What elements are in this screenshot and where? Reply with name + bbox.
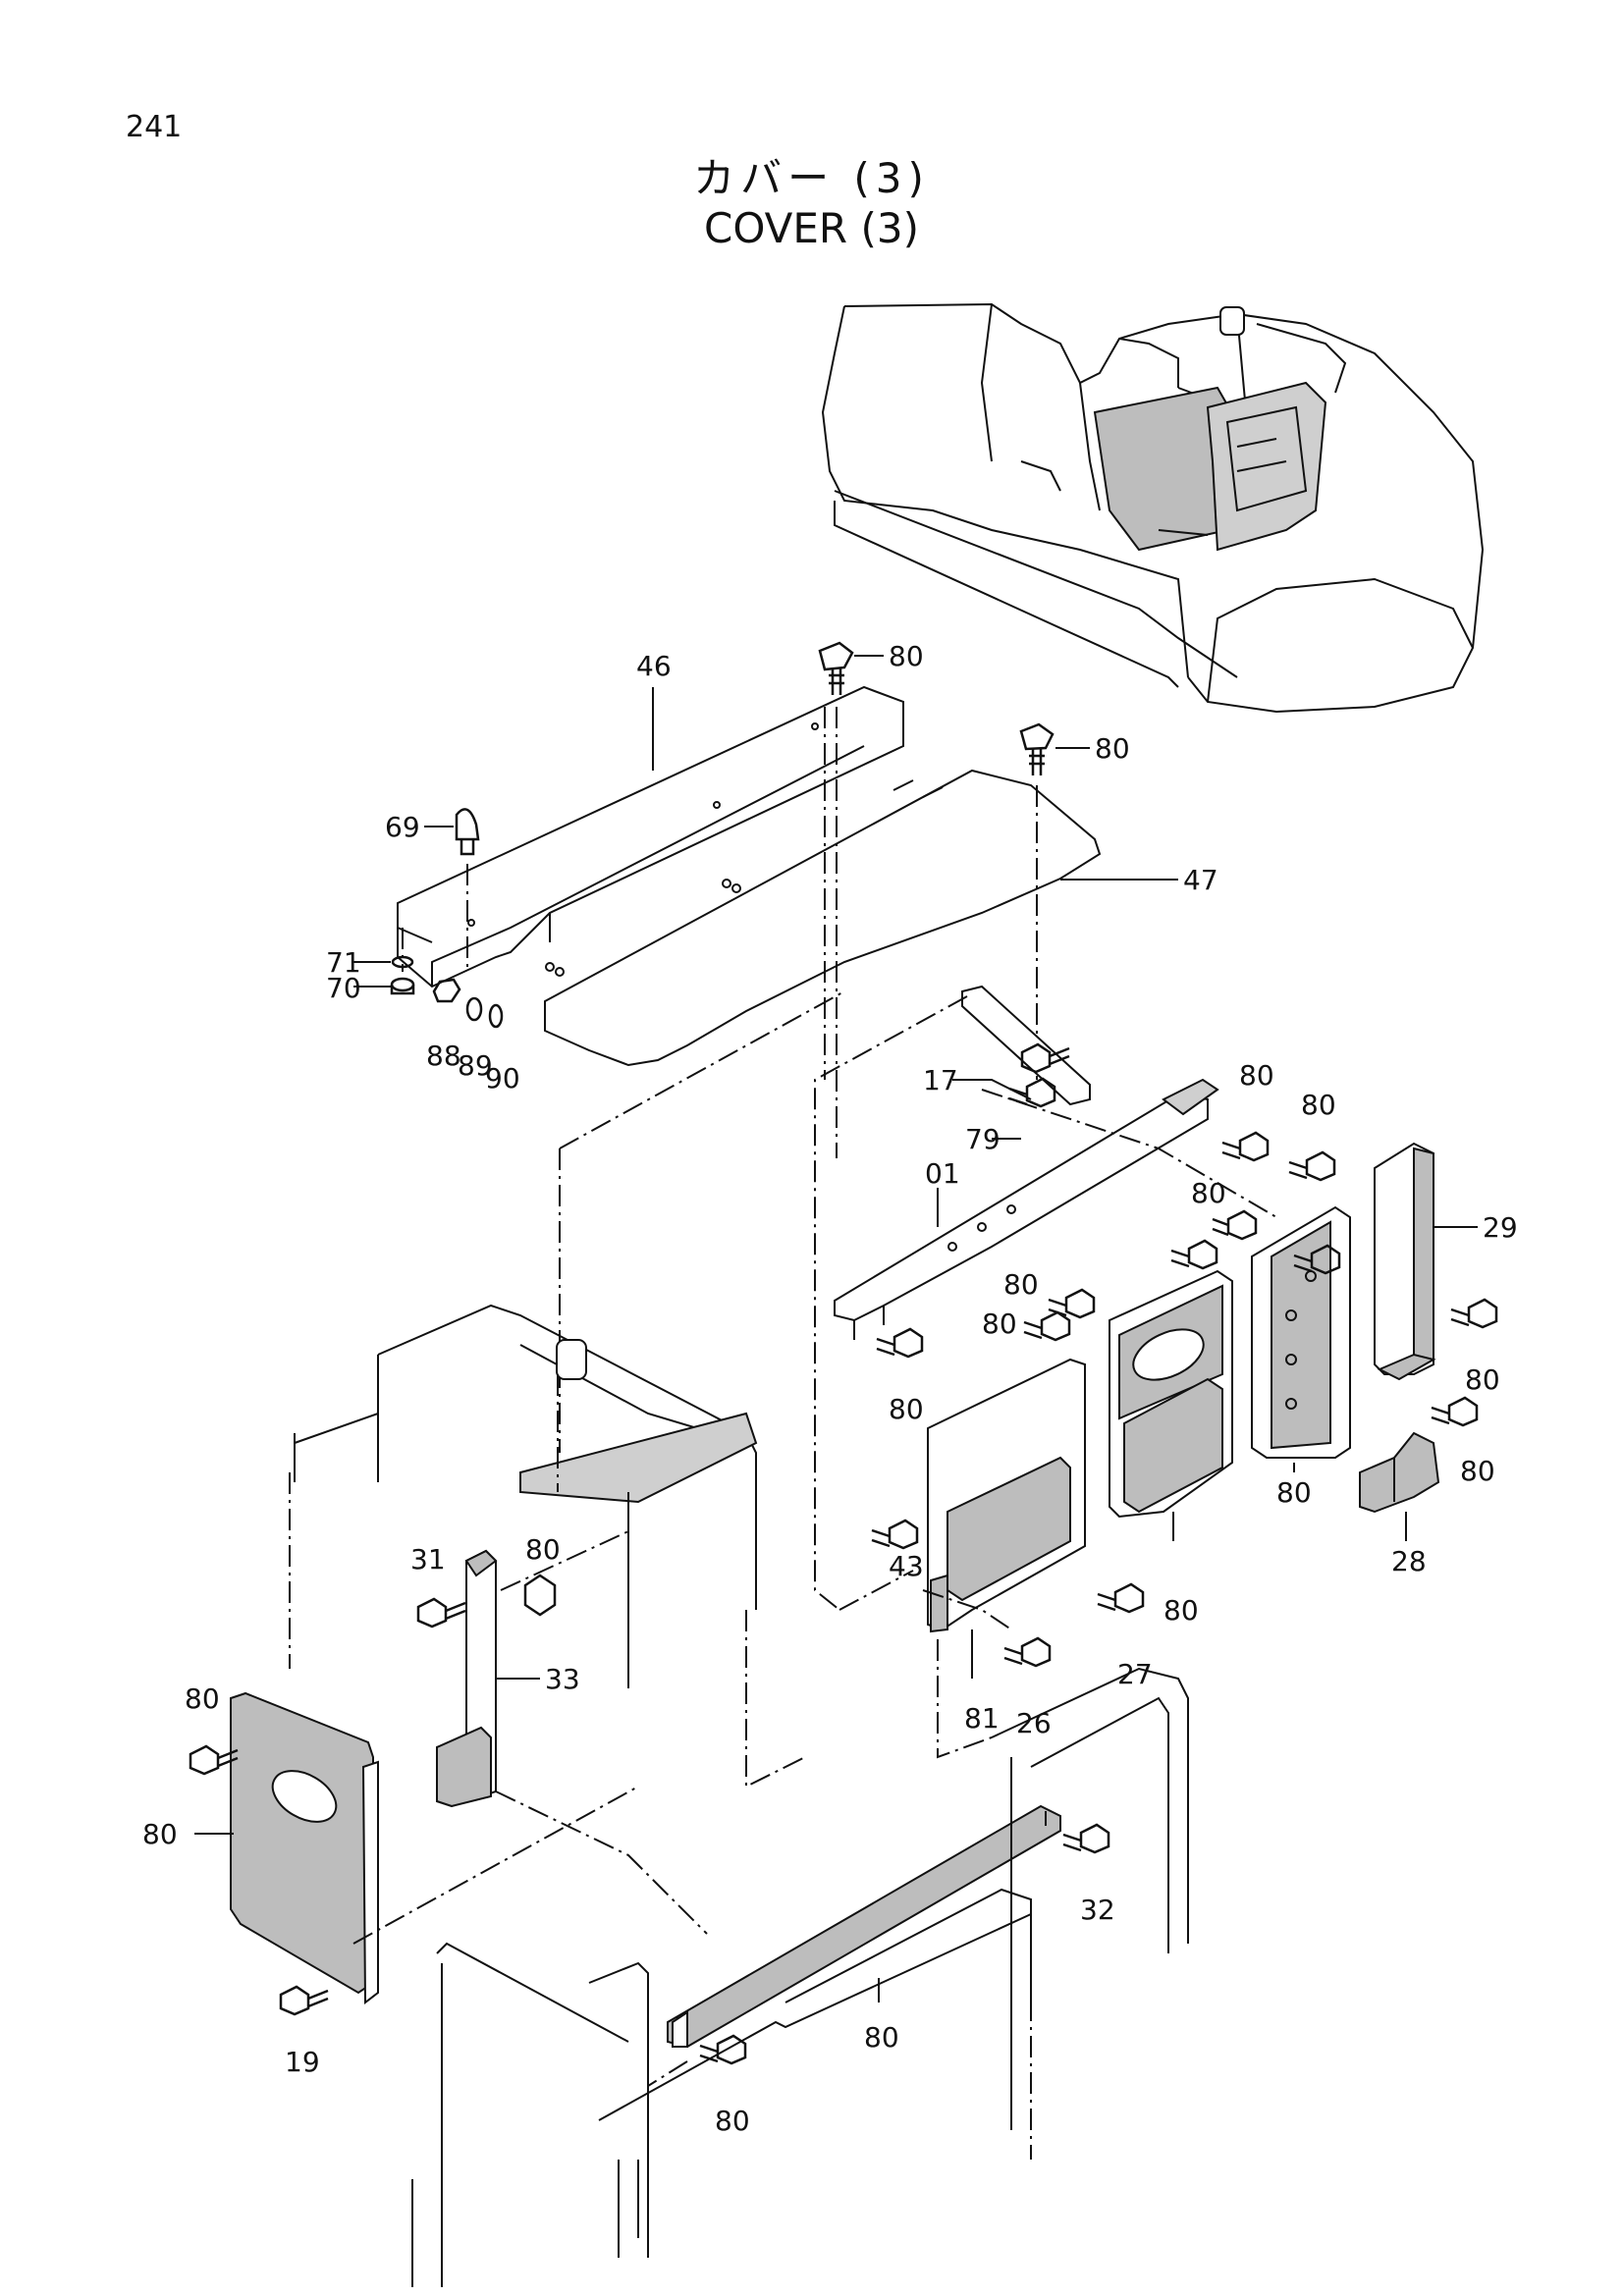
cover-plate-47	[544, 769, 1102, 1067]
callout-80: 80	[185, 1682, 220, 1715]
callout-80: 80	[1239, 1059, 1274, 1092]
frame-outline-8	[922, 1589, 1012, 1630]
cover-plate-46	[397, 685, 904, 988]
panel-32	[230, 1691, 379, 2005]
callout-80: 31	[410, 1543, 446, 1575]
frame-outline-10	[352, 1786, 639, 1945]
callout-26: 81	[964, 1702, 1000, 1735]
callout-80: 80	[1191, 1177, 1226, 1209]
callout-47: 47	[1183, 864, 1218, 896]
hydraulic-tank-outline	[294, 1304, 758, 1688]
panel-26	[927, 1358, 1086, 1633]
nut-33	[523, 1574, 557, 1617]
frame-outline-13	[647, 2060, 688, 2160]
bracket-29	[1374, 1142, 1436, 1381]
frame-outline-2	[981, 1089, 1277, 1218]
bracket-43	[1359, 1431, 1440, 1514]
callout-32: 80	[142, 1818, 178, 1850]
callout-90: 90	[485, 1062, 520, 1095]
callout-28: 80	[1276, 1476, 1312, 1509]
frame-outline-1	[814, 995, 968, 1611]
callout-71: 71	[326, 946, 361, 979]
callout-80: 80	[715, 2105, 750, 2137]
callout-69: 69	[385, 811, 420, 843]
frame-outline-4	[559, 990, 845, 1149]
diagram-title-english: COVER (3)	[704, 204, 919, 252]
frame-outline-7	[745, 1610, 806, 1789]
callout-33: 80	[525, 1533, 561, 1566]
bolts-80	[189, 1042, 1498, 2065]
callout-31: 33	[545, 1663, 580, 1695]
callout-80: 80	[982, 1308, 1017, 1340]
frame-outline-6	[937, 1639, 993, 1759]
callout-81: 27	[1117, 1658, 1153, 1690]
callout-27: 80	[1163, 1594, 1199, 1627]
callout-80: 80	[1301, 1089, 1336, 1121]
panel-27	[1109, 1269, 1233, 1519]
frame-outline-3	[839, 1570, 914, 1611]
callout-01: 01	[925, 1157, 960, 1190]
callout-80: 80	[889, 640, 924, 672]
bracket-17	[961, 985, 1091, 1106]
knob-69	[455, 808, 480, 856]
rail-19	[667, 1804, 1061, 2049]
callout-80: 80	[889, 1393, 924, 1425]
leader-lines	[194, 655, 1478, 2002]
washers-nuts	[390, 955, 504, 1029]
callout-89: 89	[458, 1049, 493, 1082]
frame-01	[834, 1078, 1219, 1340]
callout-29: 29	[1483, 1211, 1518, 1244]
callout-70: 70	[326, 972, 361, 1004]
callout-19: 80	[864, 2021, 899, 2054]
callout-17: 17	[923, 1064, 958, 1096]
callout-80: 32	[1080, 1894, 1115, 1926]
diagram-title-japanese: カバー (3)	[693, 154, 930, 202]
callout-80: 80	[1095, 732, 1130, 765]
callout-80: 26	[1016, 1707, 1052, 1739]
machine-overview-illustration	[821, 302, 1485, 714]
bracket-31	[436, 1549, 498, 1808]
callout-80: 80	[1460, 1455, 1495, 1487]
page-number: 241	[126, 110, 183, 144]
callout-80: 80	[1465, 1363, 1500, 1396]
callout-79: 79	[965, 1123, 1001, 1155]
callout-80: 19	[285, 2046, 320, 2078]
bolt-80-top-1	[818, 641, 854, 695]
callout-88: 88	[426, 1040, 461, 1072]
callout-46: 46	[636, 650, 672, 682]
frame-outline-9	[495, 1790, 708, 1935]
callout-80: 43	[889, 1550, 924, 1582]
panel-28	[1251, 1205, 1351, 1459]
frame-outline-12	[500, 1530, 629, 1591]
bolt-80-top-2	[1019, 722, 1055, 775]
callout-80: 80	[1003, 1268, 1039, 1301]
callout-43: 28	[1391, 1545, 1427, 1577]
callout-labels: 46 80 80 69 47 71 70 88 89 90 17 80 80 7…	[142, 640, 1518, 2137]
